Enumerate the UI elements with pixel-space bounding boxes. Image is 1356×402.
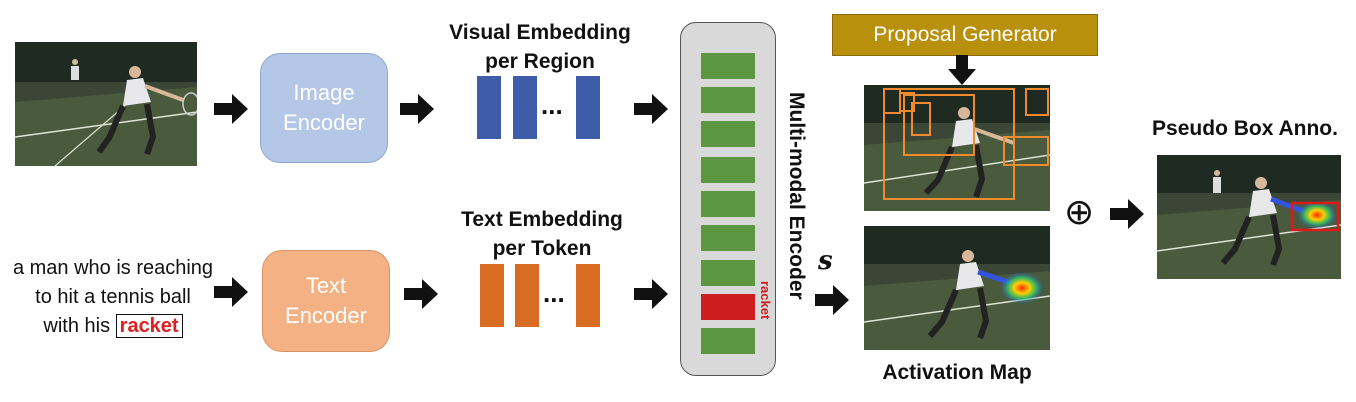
token-7 — [701, 260, 755, 286]
text-embedding-bar-1 — [480, 264, 504, 327]
arrow-proposal-down — [948, 55, 976, 85]
caption-line-3-prefix: with his — [43, 315, 111, 337]
arrow-image-encoder-to-embedding — [400, 94, 434, 124]
visual-embedding-bar-2 — [513, 76, 537, 139]
arrow-text-to-multimodal — [634, 279, 668, 309]
token-6 — [701, 225, 755, 251]
combine-symbol: ⊕ — [1064, 192, 1095, 233]
multimodal-encoder-label: Multi-modal Encoder — [785, 92, 808, 300]
text-embedding-bar-3 — [576, 264, 600, 327]
activation-map-image — [864, 226, 1050, 350]
token-4 — [701, 157, 755, 183]
token-2 — [701, 87, 755, 113]
token-5 — [701, 191, 755, 217]
text-encoder-label-2: Encoder — [285, 303, 367, 328]
text-embedding-ellipsis: ... — [543, 278, 565, 308]
visual-embedding-bar-3 — [576, 76, 600, 139]
activation-map-label: Activation Map — [882, 361, 1032, 384]
arrow-multimodal-to-activation — [815, 285, 849, 315]
arrow-visual-to-multimodal — [634, 94, 668, 124]
caption-line-1: a man who is reaching — [12, 257, 214, 279]
text-encoder: Text Encoder — [262, 250, 390, 352]
visual-embedding-title: Visual Embedding per Region — [430, 18, 650, 76]
arrow-image-to-encoder — [214, 94, 248, 124]
token-1 — [701, 53, 755, 79]
arrow-caption-to-encoder — [214, 277, 248, 307]
proposal-image — [864, 85, 1050, 211]
arrow-to-pseudo-box — [1110, 199, 1144, 229]
image-encoder-label-2: Encoder — [283, 110, 365, 135]
text-embedding-title-1: Text Embedding — [461, 208, 623, 231]
pseudo-box-label: Pseudo Box Anno. — [1152, 117, 1338, 140]
image-encoder-label-1: Image — [293, 80, 355, 105]
caption-keyword: racket — [115, 314, 183, 338]
visual-embedding-title-2: per Region — [485, 50, 595, 73]
visual-embedding-title-1: Visual Embedding — [449, 21, 631, 44]
proposal-generator: Proposal Generator — [832, 14, 1098, 56]
text-embedding-bar-2 — [515, 264, 539, 327]
token-9 — [701, 328, 755, 354]
pseudo-box-image — [1157, 155, 1341, 279]
caption-line-3: with his racket — [0, 312, 226, 341]
visual-embedding-ellipsis: ... — [541, 90, 563, 120]
token-3 — [701, 121, 755, 147]
text-embedding-title: Text Embedding per Token — [432, 205, 652, 263]
token-racket-label: racket — [758, 281, 773, 320]
score-symbol: s — [818, 246, 833, 276]
text-embedding-title-2: per Token — [492, 237, 592, 260]
text-encoder-label-1: Text — [305, 273, 347, 298]
image-encoder: Image Encoder — [260, 53, 388, 163]
visual-embedding-bar-1 — [477, 76, 501, 139]
token-racket — [701, 294, 755, 320]
multimodal-encoder: racket — [680, 22, 776, 376]
caption: a man who is reaching to hit a tennis ba… — [0, 254, 226, 341]
input-image — [15, 42, 197, 166]
caption-line-2: to hit a tennis ball — [35, 286, 191, 308]
arrow-text-encoder-to-embedding — [404, 279, 438, 309]
